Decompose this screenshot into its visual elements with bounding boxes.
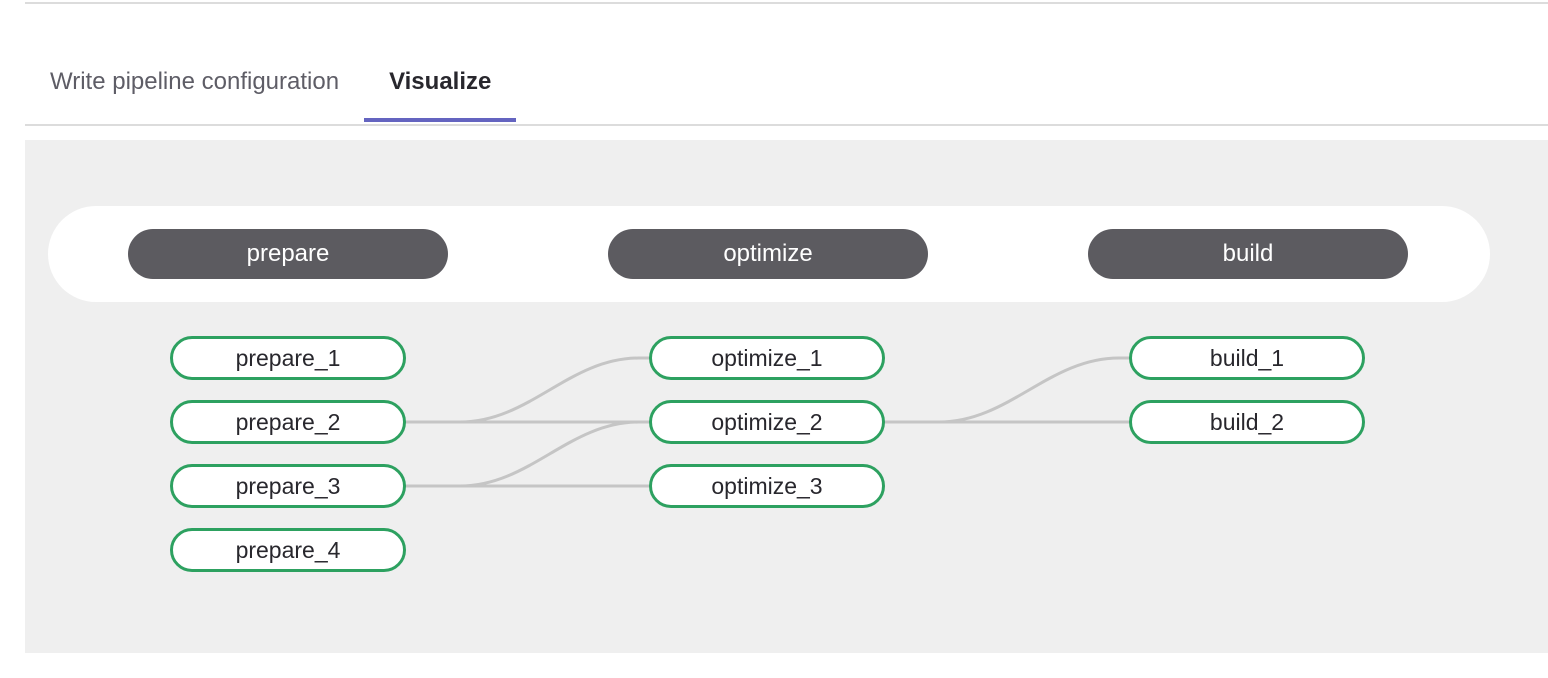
stage-column-prepare: prepare_1 prepare_2 prepare_3 prepare_4 [170, 336, 406, 572]
stage-column-optimize: optimize_1 optimize_2 optimize_3 [649, 336, 885, 508]
stage-column-build: build_1 build_2 [1129, 336, 1365, 444]
stages-bar: prepare optimize build [48, 206, 1490, 302]
job-pill-optimize_1[interactable]: optimize_1 [649, 336, 885, 380]
job-pill-optimize_2[interactable]: optimize_2 [649, 400, 885, 444]
jobs-layer: prepare_1 prepare_2 prepare_3 prepare_4 opti… [25, 140, 1548, 653]
tab-write-pipeline-configuration[interactable]: Write pipeline configuration [25, 40, 364, 124]
tab-label: Write pipeline configuration [50, 68, 340, 95]
job-pill-build_1[interactable]: build_1 [1129, 336, 1365, 380]
job-pill-prepare_2[interactable]: prepare_2 [170, 400, 406, 444]
tabbar-divider [25, 124, 1548, 126]
job-pill-optimize_3[interactable]: optimize_3 [649, 464, 885, 508]
job-pill-prepare_3[interactable]: prepare_3 [170, 464, 406, 508]
stage-pill-prepare: prepare [128, 229, 448, 279]
job-pill-build_2[interactable]: build_2 [1129, 400, 1365, 444]
top-divider [25, 2, 1548, 4]
pipeline-editor-tabs: Write pipeline configuration Visualize [25, 40, 517, 124]
tab-label: Visualize [389, 68, 492, 95]
stage-label: prepare [246, 240, 330, 267]
stage-pill-optimize: optimize [608, 229, 928, 279]
tab-visualize[interactable]: Visualize [364, 40, 517, 124]
stage-pill-build: build [1088, 229, 1408, 279]
stage-label: build [1222, 240, 1274, 267]
job-pill-prepare_4[interactable]: prepare_4 [170, 528, 406, 572]
stage-label: optimize [723, 240, 813, 267]
job-pill-prepare_1[interactable]: prepare_1 [170, 336, 406, 380]
